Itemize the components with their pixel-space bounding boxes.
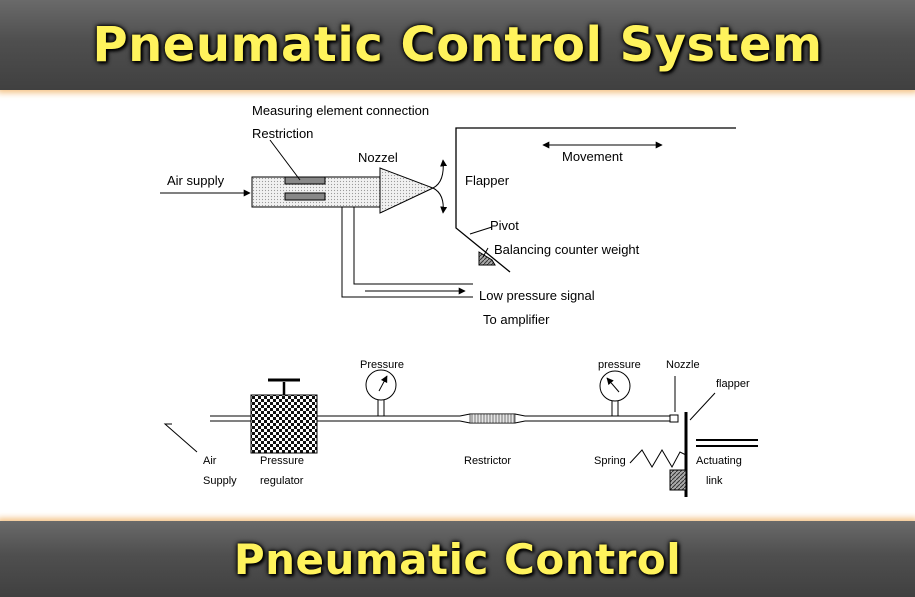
restrictor-label: Restrictor xyxy=(464,455,511,467)
bottom-banner: Pneumatic Control xyxy=(0,521,915,597)
pressure-right-label: pressure xyxy=(598,359,641,371)
gauge-needle-right xyxy=(606,377,620,393)
nozzle-tip xyxy=(669,414,679,423)
measuring-element-label: Measuring element connection xyxy=(252,103,429,118)
air-supply-label: Air supply xyxy=(167,173,225,188)
restriction-label: Restriction xyxy=(252,126,313,141)
footer-title: Pneumatic Control xyxy=(233,534,682,584)
flapper-label: Flapper xyxy=(465,173,510,188)
restriction-block-lower xyxy=(284,192,326,201)
nozzel-label: Nozzel xyxy=(358,150,398,165)
spring-block xyxy=(669,469,687,491)
counter-weight-leader xyxy=(482,247,489,258)
gauge-needle-left xyxy=(378,375,388,392)
supply-label: Supply xyxy=(203,475,237,487)
low-pressure-label: Low pressure signal xyxy=(479,288,595,303)
nozzle-cone xyxy=(379,167,435,214)
pressure-left-label: Pressure xyxy=(360,359,404,371)
pivot-label: Pivot xyxy=(490,218,519,233)
regulator-label-1: Pressure xyxy=(260,455,304,467)
flapper-leader xyxy=(689,392,716,421)
nozzle-label: Nozzle xyxy=(666,359,700,371)
actuating-label-2: link xyxy=(706,475,723,487)
pipe-outer xyxy=(341,207,473,298)
pivot-leader xyxy=(469,226,493,235)
spring xyxy=(629,449,687,469)
pipe-inner xyxy=(353,207,473,285)
page-title: Pneumatic Control System xyxy=(92,17,823,73)
flapper-label-2: flapper xyxy=(716,378,750,390)
pressure-regulator xyxy=(250,394,318,454)
air-supply-pointer xyxy=(163,423,198,453)
counter-weight xyxy=(478,251,496,266)
restriction-leader xyxy=(269,139,301,181)
flapper-lever xyxy=(455,127,736,273)
air-label: Air xyxy=(203,455,217,467)
pressure-gauge-left xyxy=(365,369,397,401)
restrictor-body xyxy=(469,413,516,424)
pneumatic-line-diagram: Pressure pressure Nozzle flapper Air Sup… xyxy=(163,359,758,497)
counter-weight-label: Balancing counter weight xyxy=(494,242,640,257)
actuating-label-1: Actuating xyxy=(696,455,742,467)
restriction-block-upper xyxy=(284,176,326,185)
regulator-label-2: regulator xyxy=(260,475,304,487)
flow-arrow-down xyxy=(432,187,448,214)
flapper-nozzle-diagram: Measuring element connection Restriction… xyxy=(160,103,736,327)
top-banner: Pneumatic Control System xyxy=(0,0,915,90)
to-amplifier-label: To amplifier xyxy=(483,312,550,327)
flow-arrow-up xyxy=(432,159,448,189)
pressure-gauge-right xyxy=(599,370,631,402)
spring-label: Spring xyxy=(594,455,626,467)
movement-label: Movement xyxy=(562,149,623,164)
